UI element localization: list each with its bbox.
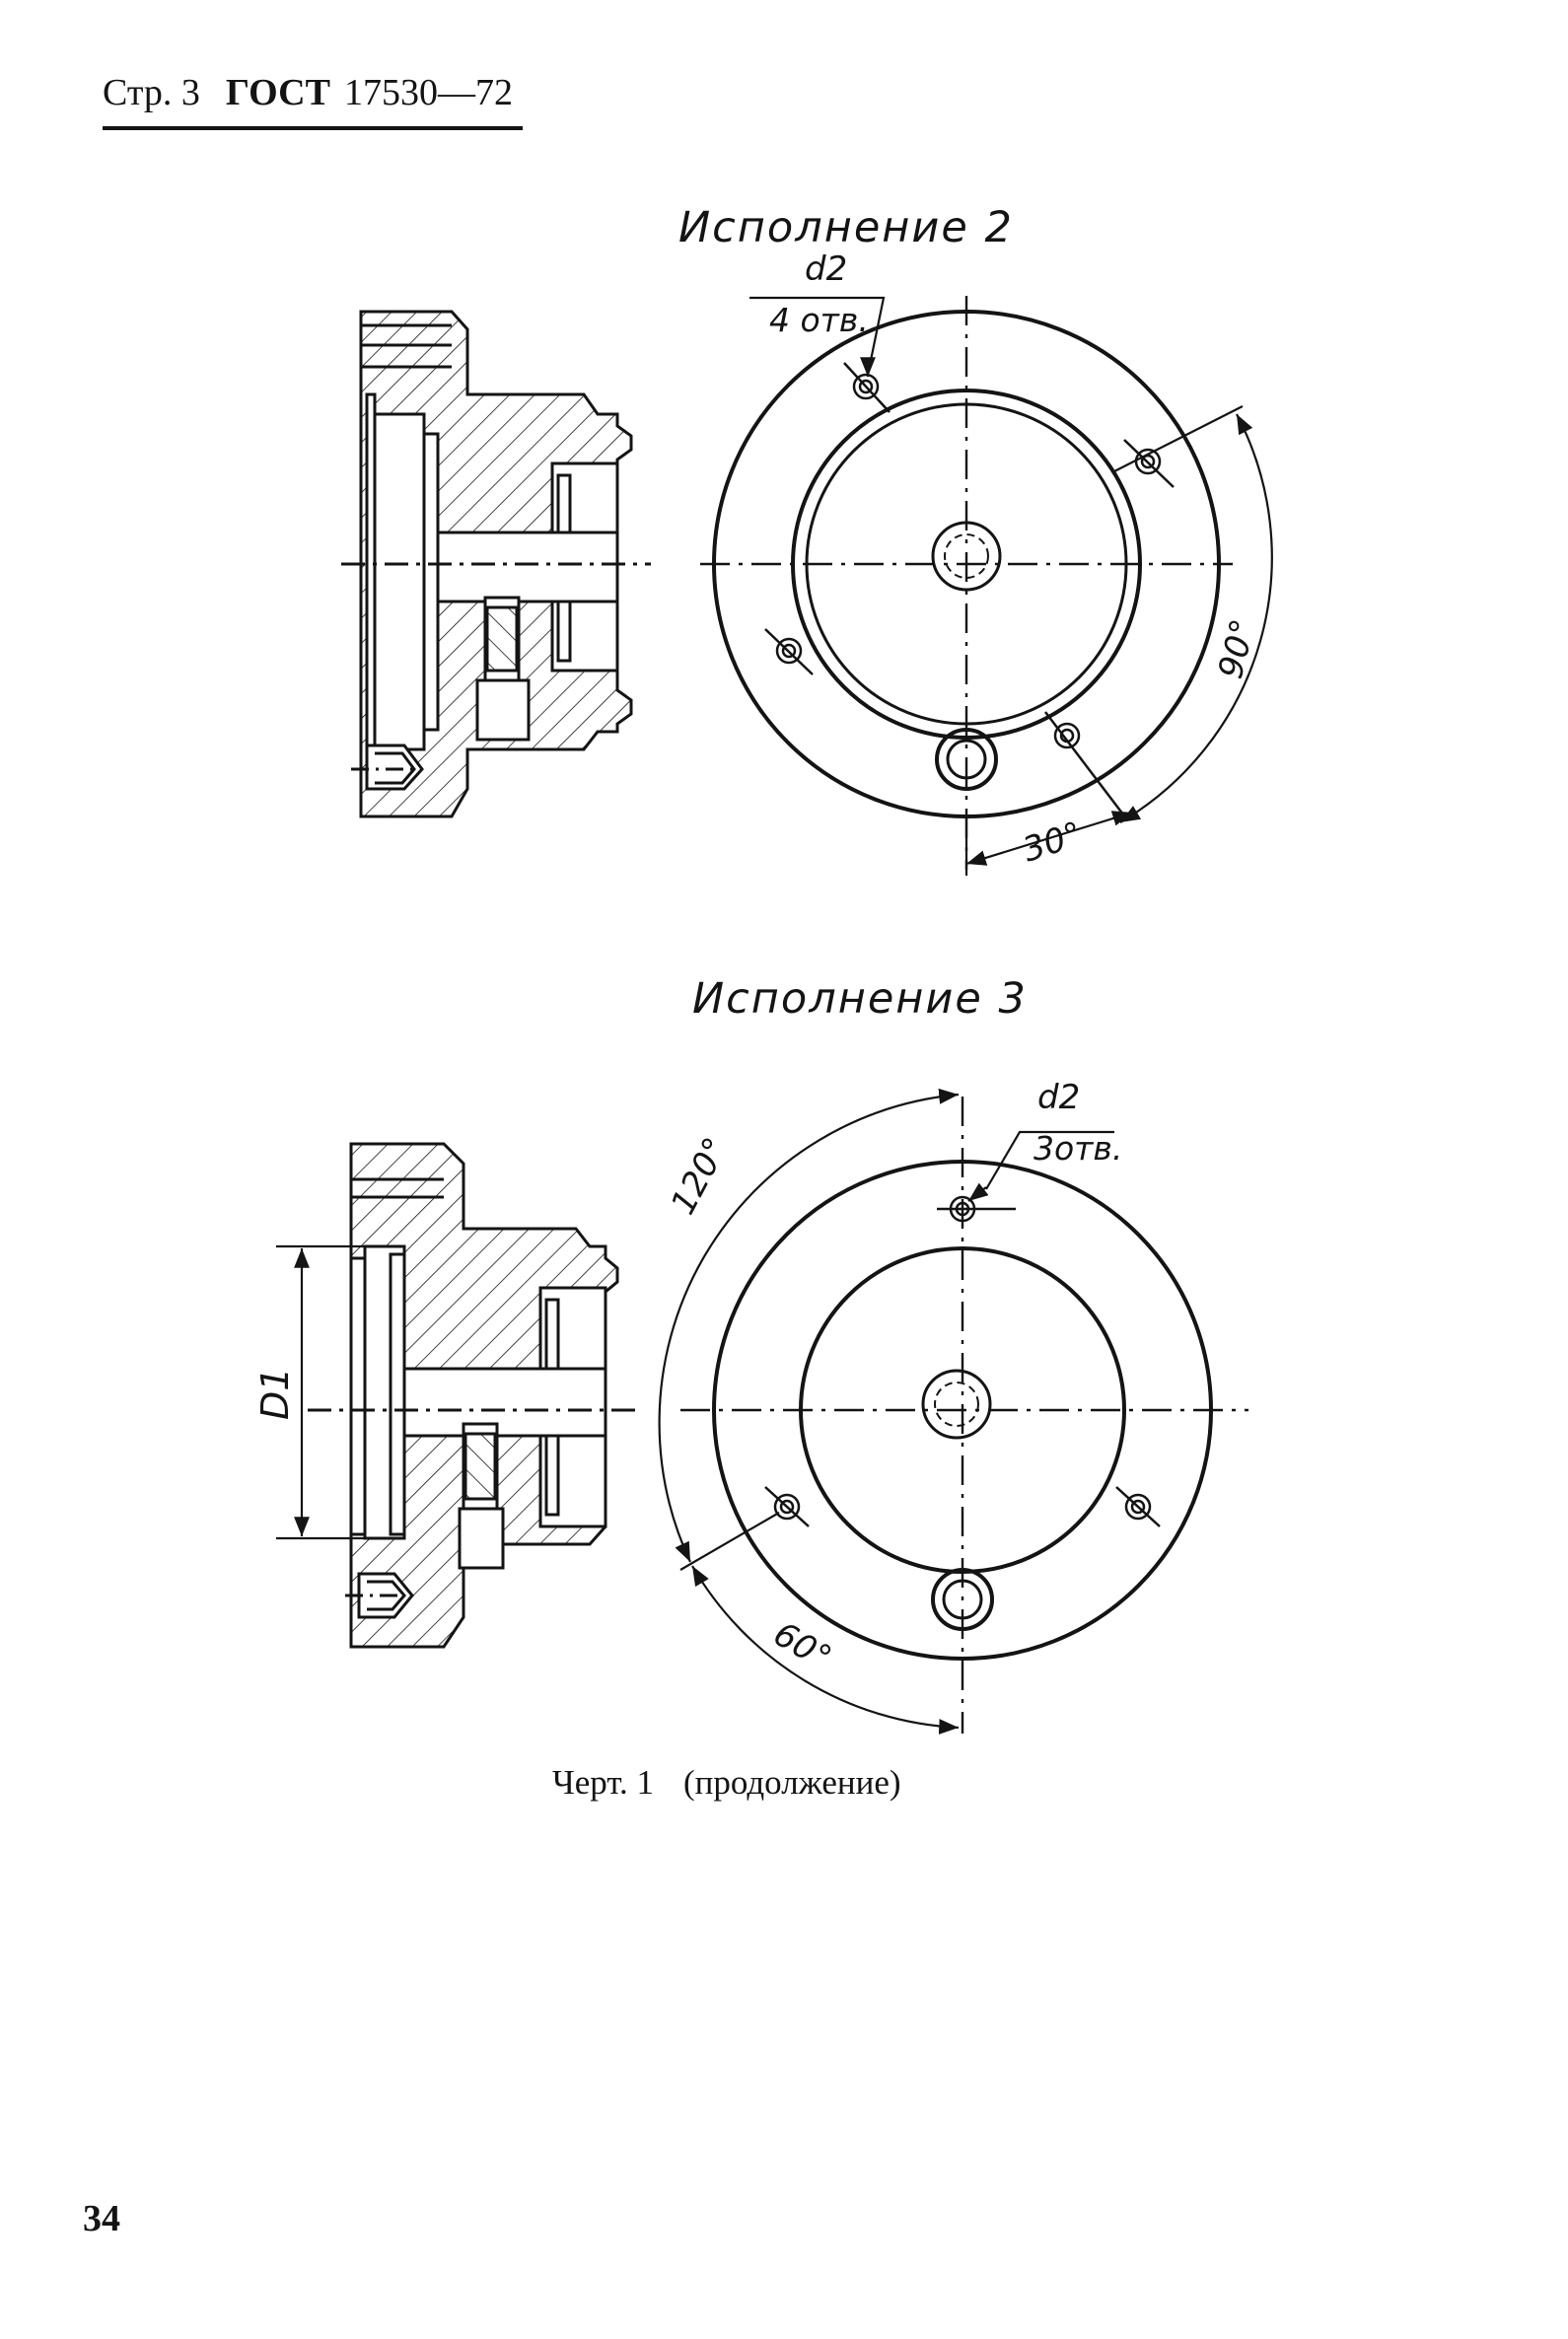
header-rule: [103, 126, 523, 130]
figure-note: (продолжение): [682, 1763, 901, 1802]
variant3-angle-small: 60°: [767, 1614, 838, 1678]
variant2-hole-count: 4 отв.: [769, 301, 869, 339]
variant3-hole-label: d2: [1037, 1078, 1080, 1117]
variant3-section-view: [276, 1142, 637, 1649]
variant2-hole-label: d2: [805, 249, 847, 289]
page-number: 34: [83, 2198, 120, 2239]
page-header: Стр. 3 ГОСТ 17530—72: [103, 71, 513, 114]
variant3-angle-large: 120°: [664, 1131, 737, 1221]
figure-caption: Черт. 1 (продолжение): [552, 1763, 901, 1803]
figure-label: Черт. 1: [552, 1763, 654, 1802]
standard-label: ГОСТ: [225, 72, 330, 113]
variant3-plan-view: [658, 1088, 1248, 1735]
variant2-section-view: [341, 310, 651, 818]
variant2-dimensions: [749, 296, 1273, 876]
variant2-angle-large: 90°: [1211, 615, 1263, 682]
page-label: Стр. 3: [103, 72, 200, 113]
variant3-dimensions: [658, 1088, 1114, 1735]
variant2-title: Исполнение 2: [678, 203, 1014, 252]
variant2-plan-view: [700, 296, 1273, 876]
variant3-hole-count: 3отв.: [1033, 1129, 1122, 1168]
variant3-title: Исполнение 3: [692, 974, 1028, 1024]
variant2-angle-small: 30°: [1018, 815, 1087, 871]
standard-number: 17530—72: [343, 72, 513, 113]
variant3-diameter-label: D1: [253, 1368, 297, 1420]
